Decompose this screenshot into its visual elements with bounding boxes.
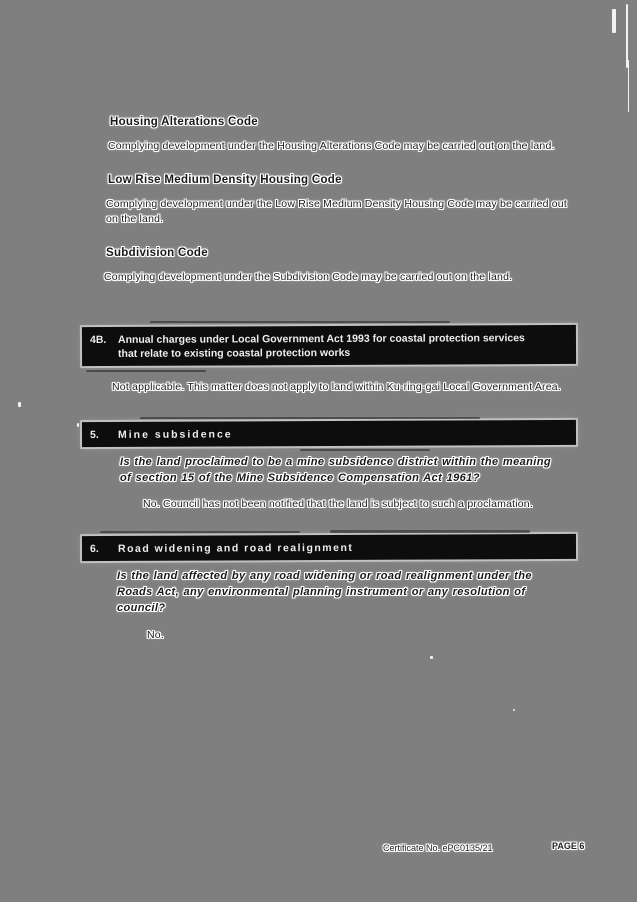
scan-smear [140,417,480,419]
section-4b-title: Annual charges under Local Government Ac… [117,332,525,361]
section-6-answer: No. [147,629,164,641]
scan-smear [86,370,206,372]
code-heading-subdivision: Subdivision Code [106,247,208,259]
section-5-header: 5. Mine subsidence [81,419,577,448]
footer-certificate-number: Certificate No. ePC0135/21 [383,843,493,853]
scan-smear [330,530,530,533]
scan-smear [100,531,300,533]
scan-artifact [626,4,628,68]
section-4b-number: 4B. [89,333,107,347]
section-4b-body: Not applicable. This matter does not app… [112,381,561,393]
code-body-subdivision: Complying development under the Subdivis… [104,271,513,283]
section-4b-header: 4B. Annual charges under Local Governmen… [81,324,577,367]
section-6-header: 6. Road widening and road realignment [81,533,577,562]
section-6-question: Is the land affected by any road widenin… [117,570,532,614]
scan-artifact [18,402,21,407]
section-6-number: 6. [89,543,99,556]
scan-smear [150,321,450,323]
section-5-question: Is the land proclaimed to be a mine subs… [120,456,551,484]
footer-page-number: PAGE 6 [552,841,585,851]
section-6-title: Road widening and road realignment [117,541,354,555]
scan-smear [300,449,430,451]
section-5-answer: No. Council has not been notified that t… [143,498,533,510]
scan-artifact [628,60,629,112]
code-heading-housing-alterations: Housing Alterations Code [110,116,258,128]
code-body-low-rise-medium-density: Complying development under the Low Rise… [106,198,567,226]
section-5-number: 5. [89,429,99,442]
scan-artifact [430,656,433,659]
section-5-title: Mine subsidence [117,428,233,441]
code-body-housing-alterations: Complying development under the Housing … [108,140,555,152]
scan-artifact [77,423,79,427]
scan-artifact [612,9,616,33]
code-heading-low-rise-medium-density: Low Rise Medium Density Housing Code [108,174,342,186]
scan-artifact [513,709,515,711]
